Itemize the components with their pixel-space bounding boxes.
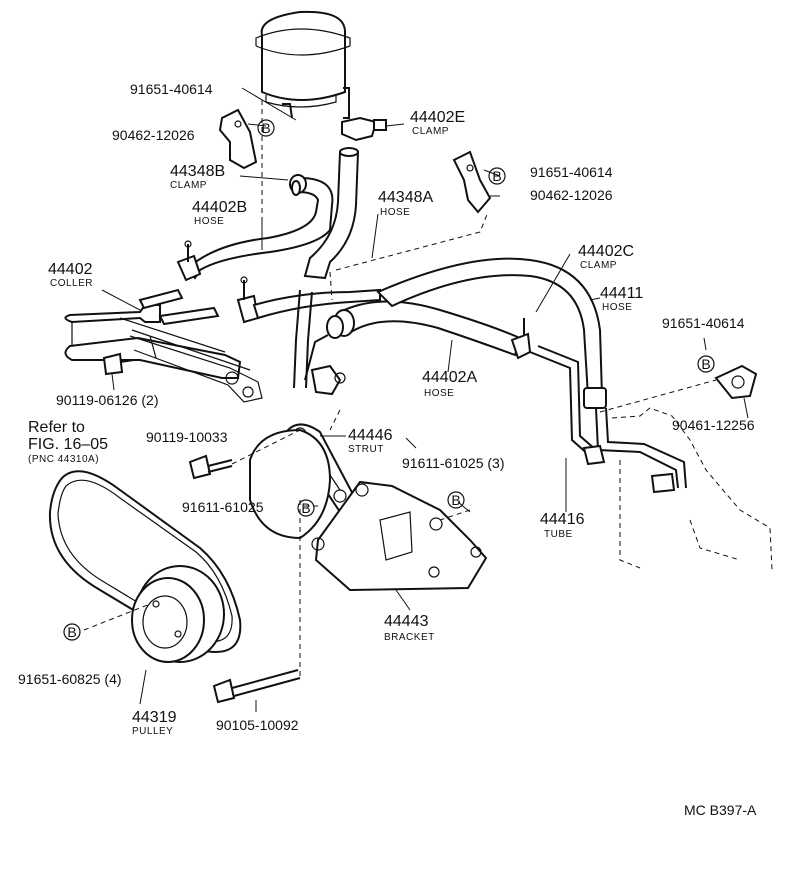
hose-44402a	[304, 300, 522, 396]
svg-text:44348A: 44348A	[378, 189, 433, 206]
svg-text:90462-12026: 90462-12026	[530, 187, 613, 203]
hose-clamp-heads	[176, 240, 260, 324]
svg-text:B: B	[67, 624, 76, 640]
hose-44411	[376, 257, 607, 409]
svg-text:COLLER: COLLER	[50, 278, 93, 289]
svg-text:PULLEY: PULLEY	[132, 726, 173, 737]
reservoir-tank	[255, 10, 351, 119]
svg-text:90119-10033: 90119-10033	[146, 429, 228, 445]
bracket-90462-right	[452, 150, 492, 214]
marker-b-1: B	[257, 119, 275, 137]
svg-text:91651-40614: 91651-40614	[662, 315, 745, 331]
svg-text:STRUT: STRUT	[348, 444, 384, 455]
svg-text:90119-06126 (2): 90119-06126 (2)	[56, 392, 158, 408]
svg-text:HOSE: HOSE	[194, 216, 224, 227]
hose-44348a	[303, 147, 360, 280]
label-90462-12026-top: 90462-12026	[112, 127, 195, 143]
svg-text:B: B	[301, 500, 310, 516]
label-91651-40614-far: 91651-40614	[662, 315, 745, 331]
clamp-90461-12256	[714, 364, 758, 400]
svg-text:Refer to: Refer to	[28, 419, 85, 436]
pulley-44319	[131, 565, 225, 663]
bracket-90462-top	[218, 108, 258, 170]
svg-text:44348B: 44348B	[170, 163, 225, 180]
label-44411: 44411 HOSE	[600, 285, 643, 313]
label-44348b: 44348B CLAMP	[170, 163, 225, 191]
svg-text:44402: 44402	[48, 261, 93, 278]
svg-text:44402E: 44402E	[410, 109, 465, 126]
pump-body	[249, 428, 332, 540]
svg-text:CLAMP: CLAMP	[412, 126, 449, 137]
bolt-90119-06126	[102, 352, 135, 376]
bolt-90119-10033	[188, 454, 233, 480]
label-44402c: 44402C CLAMP	[578, 243, 634, 271]
svg-text:90105-10092: 90105-10092	[216, 717, 299, 733]
svg-text:FIG. 16–05: FIG. 16–05	[28, 436, 108, 453]
label-44402b: 44402B HOSE	[192, 199, 247, 227]
label-44348a: 44348A HOSE	[378, 189, 433, 218]
svg-text:CLAMP: CLAMP	[170, 180, 207, 191]
marker-b-5: B	[447, 491, 465, 509]
label-91611-61025-3: 91611-61025 (3)	[402, 455, 504, 471]
label-44402e: 44402E CLAMP	[410, 109, 465, 137]
svg-text:90462-12026: 90462-12026	[112, 127, 195, 143]
reference-dashed-lines	[83, 100, 717, 680]
marker-b-4: B	[297, 499, 315, 517]
label-90105-10092: 90105-10092	[216, 717, 299, 733]
label-90461-12256: 90461-12256	[672, 417, 755, 433]
label-90119-06126: 90119-06126 (2)	[56, 392, 158, 408]
svg-text:44402C: 44402C	[578, 243, 634, 260]
svg-text:B: B	[451, 492, 460, 508]
label-44416: 44416 TUBE	[540, 511, 585, 540]
svg-text:B: B	[701, 356, 710, 372]
svg-text:44416: 44416	[540, 511, 585, 528]
label-44443: 44443 BRACKET	[384, 613, 435, 643]
svg-text:44402B: 44402B	[192, 199, 247, 216]
marker-b-2: B	[488, 167, 506, 185]
label-44446: 44446 STRUT	[348, 427, 393, 455]
label-44319: 44319 PULLEY	[132, 709, 177, 737]
reference-note: Refer to FIG. 16–05 (PNC 44310A)	[28, 419, 108, 465]
leader-lines	[101, 87, 749, 712]
bracket-44443	[311, 480, 488, 592]
svg-text:BRACKET: BRACKET	[384, 632, 435, 643]
svg-text:90461-12256: 90461-12256	[672, 417, 755, 433]
label-91611-61025: 91611-61025	[182, 499, 264, 515]
label-90119-10033: 90119-10033	[146, 429, 228, 445]
svg-text:44411: 44411	[600, 285, 643, 302]
svg-text:91611-61025 (3): 91611-61025 (3)	[402, 455, 504, 471]
steering-gear-housing	[611, 407, 773, 571]
svg-text:B: B	[261, 120, 270, 136]
svg-text:HOSE: HOSE	[380, 207, 410, 218]
svg-text:91651-40614: 91651-40614	[130, 81, 213, 97]
svg-text:(PNC 44310A): (PNC 44310A)	[28, 454, 99, 465]
tube-44416	[529, 345, 687, 494]
label-91651-60825: 91651-60825 (4)	[18, 671, 122, 687]
label-91651-40614-top: 91651-40614	[130, 81, 213, 97]
label-44402: 44402 COLLER	[48, 261, 93, 289]
svg-text:91611-61025: 91611-61025	[182, 499, 264, 515]
bolt-90105-10092	[212, 669, 301, 704]
label-90462-12026-right: 90462-12026	[530, 187, 613, 203]
svg-text:44402A: 44402A	[422, 369, 477, 386]
figure-code: MC B397-A	[684, 802, 757, 818]
svg-text:91651-40614: 91651-40614	[530, 164, 613, 180]
svg-text:HOSE: HOSE	[602, 302, 632, 313]
cooler-44402	[64, 288, 263, 403]
svg-text:CLAMP: CLAMP	[580, 260, 617, 271]
clamp-44402e	[341, 116, 387, 142]
svg-text:44319: 44319	[132, 709, 177, 726]
svg-text:TUBE: TUBE	[544, 529, 573, 540]
svg-text:HOSE: HOSE	[424, 388, 454, 399]
svg-text:MC B397-A: MC B397-A	[684, 802, 757, 818]
svg-text:44446: 44446	[348, 427, 393, 444]
svg-text:44443: 44443	[384, 613, 429, 630]
svg-text:B: B	[492, 168, 501, 184]
label-91651-40614-right: 91651-40614	[530, 164, 613, 180]
marker-b-3: B	[697, 355, 715, 373]
svg-text:91651-60825 (4): 91651-60825 (4)	[18, 671, 122, 687]
label-44402a: 44402A HOSE	[422, 369, 477, 399]
marker-b-6: B	[63, 623, 81, 641]
